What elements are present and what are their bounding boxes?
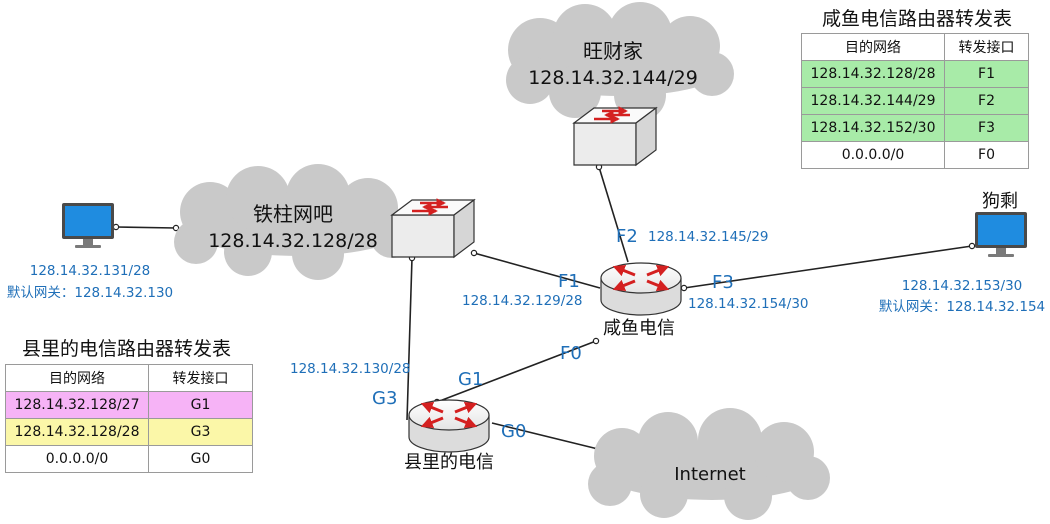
table-cell: F2 (944, 87, 1029, 115)
table-row: 128.14.32.144/29 F2 (801, 87, 1029, 115)
interface-g3: G3 (372, 388, 397, 409)
link-county-internet (491, 422, 599, 450)
xianyu-router-name: 咸鱼电信 (603, 318, 675, 339)
link-xianyu-gousheng (683, 245, 973, 289)
xianyu-forwarding-table: 目的网络 转发接口 128.14.32.128/28 F1 128.14.32.… (801, 33, 1029, 169)
table-row: 128.14.32.152/30 F3 (801, 114, 1029, 142)
table-row: 0.0.0.0/0 G0 (5, 445, 253, 473)
table-header-cell: 目的网络 (801, 33, 945, 61)
table-cell: G1 (148, 391, 253, 419)
left-pc-ip: 128.14.32.131/28 (30, 263, 151, 279)
interface-f1-ip: 128.14.32.129/28 (462, 293, 583, 309)
table-header-cell: 目的网络 (5, 364, 149, 392)
cloud-internet (588, 408, 830, 520)
wangcaijia-subnet: 128.14.32.144/29 (528, 67, 698, 89)
table-cell: 0.0.0.0/0 (5, 445, 149, 473)
link-leftpc-cloud (115, 226, 177, 229)
table-cell: 128.14.32.144/29 (801, 87, 945, 115)
left-pc-gateway: 默认网关：128.14.32.130 (7, 285, 173, 301)
table-header-row: 目的网络 转发接口 (801, 33, 1029, 61)
cloud-wangcaijia (506, 2, 734, 121)
table-header-cell: 转发接口 (944, 33, 1029, 61)
tiezhu-subnet: 128.14.32.128/28 (208, 230, 378, 252)
county-table-title: 县里的电信路由器转发表 (22, 338, 232, 360)
table-cell: G0 (148, 445, 253, 473)
router-xianyu-icon (601, 263, 681, 315)
router-county-icon (409, 400, 489, 452)
table-cell: 0.0.0.0/0 (801, 141, 945, 169)
table-row: 128.14.32.128/27 G1 (5, 391, 253, 419)
wangcaijia-name: 旺财家 (583, 39, 643, 63)
table-cell: G3 (148, 418, 253, 446)
left-pc-icon (62, 203, 114, 248)
interface-g0: G0 (501, 421, 526, 442)
right-pc-icon (975, 212, 1027, 257)
right-pc-ip: 128.14.32.153/30 (902, 278, 1023, 294)
table-row: 128.14.32.128/28 F1 (801, 60, 1029, 88)
internet-label: Internet (674, 464, 745, 485)
interface-g1: G1 (458, 369, 483, 390)
table-cell: 128.14.32.128/28 (801, 60, 945, 88)
link-wcj-switch-xianyu (598, 166, 629, 263)
switch-wangcaijia-icon (574, 108, 656, 165)
tiezhu-name: 铁柱网吧 (253, 202, 333, 226)
links (115, 166, 973, 450)
interface-f1: F1 (558, 271, 580, 292)
interface-f0: F0 (560, 343, 582, 364)
interface-f3: F3 (712, 272, 734, 293)
table-cell: 128.14.32.128/28 (5, 418, 149, 446)
link-xianyu-county (436, 340, 597, 403)
table-cell: 128.14.32.152/30 (801, 114, 945, 142)
link-tiezhu-switch-county (406, 257, 413, 421)
link-switch-xianyu (473, 252, 601, 289)
right-pc-gateway: 默认网关：128.14.32.154 (879, 299, 1045, 315)
table-cell: F0 (944, 141, 1029, 169)
table-cell: F3 (944, 114, 1029, 142)
interface-f2: F2 (616, 226, 638, 247)
interface-g3-ip: 128.14.32.130/28 (290, 361, 411, 377)
interface-f3-ip: 128.14.32.154/30 (688, 296, 809, 312)
county-router-name: 县里的电信 (404, 452, 494, 473)
cloud-tiezhu (174, 164, 414, 280)
switch-tiezhu-icon (392, 200, 474, 257)
county-forwarding-table: 目的网络 转发接口 128.14.32.128/27 G1 128.14.32.… (5, 364, 253, 473)
table-cell: F1 (944, 60, 1029, 88)
table-header-row: 目的网络 转发接口 (5, 364, 253, 392)
table-header-cell: 转发接口 (148, 364, 253, 392)
table-cell: 128.14.32.128/27 (5, 391, 149, 419)
xianyu-table-title: 咸鱼电信路由器转发表 (822, 8, 1013, 30)
table-row: 128.14.32.128/28 G3 (5, 418, 253, 446)
gousheng-name: 狗剩 (982, 191, 1018, 212)
table-row: 0.0.0.0/0 F0 (801, 141, 1029, 169)
interface-f2-ip: 128.14.32.145/29 (648, 229, 769, 245)
